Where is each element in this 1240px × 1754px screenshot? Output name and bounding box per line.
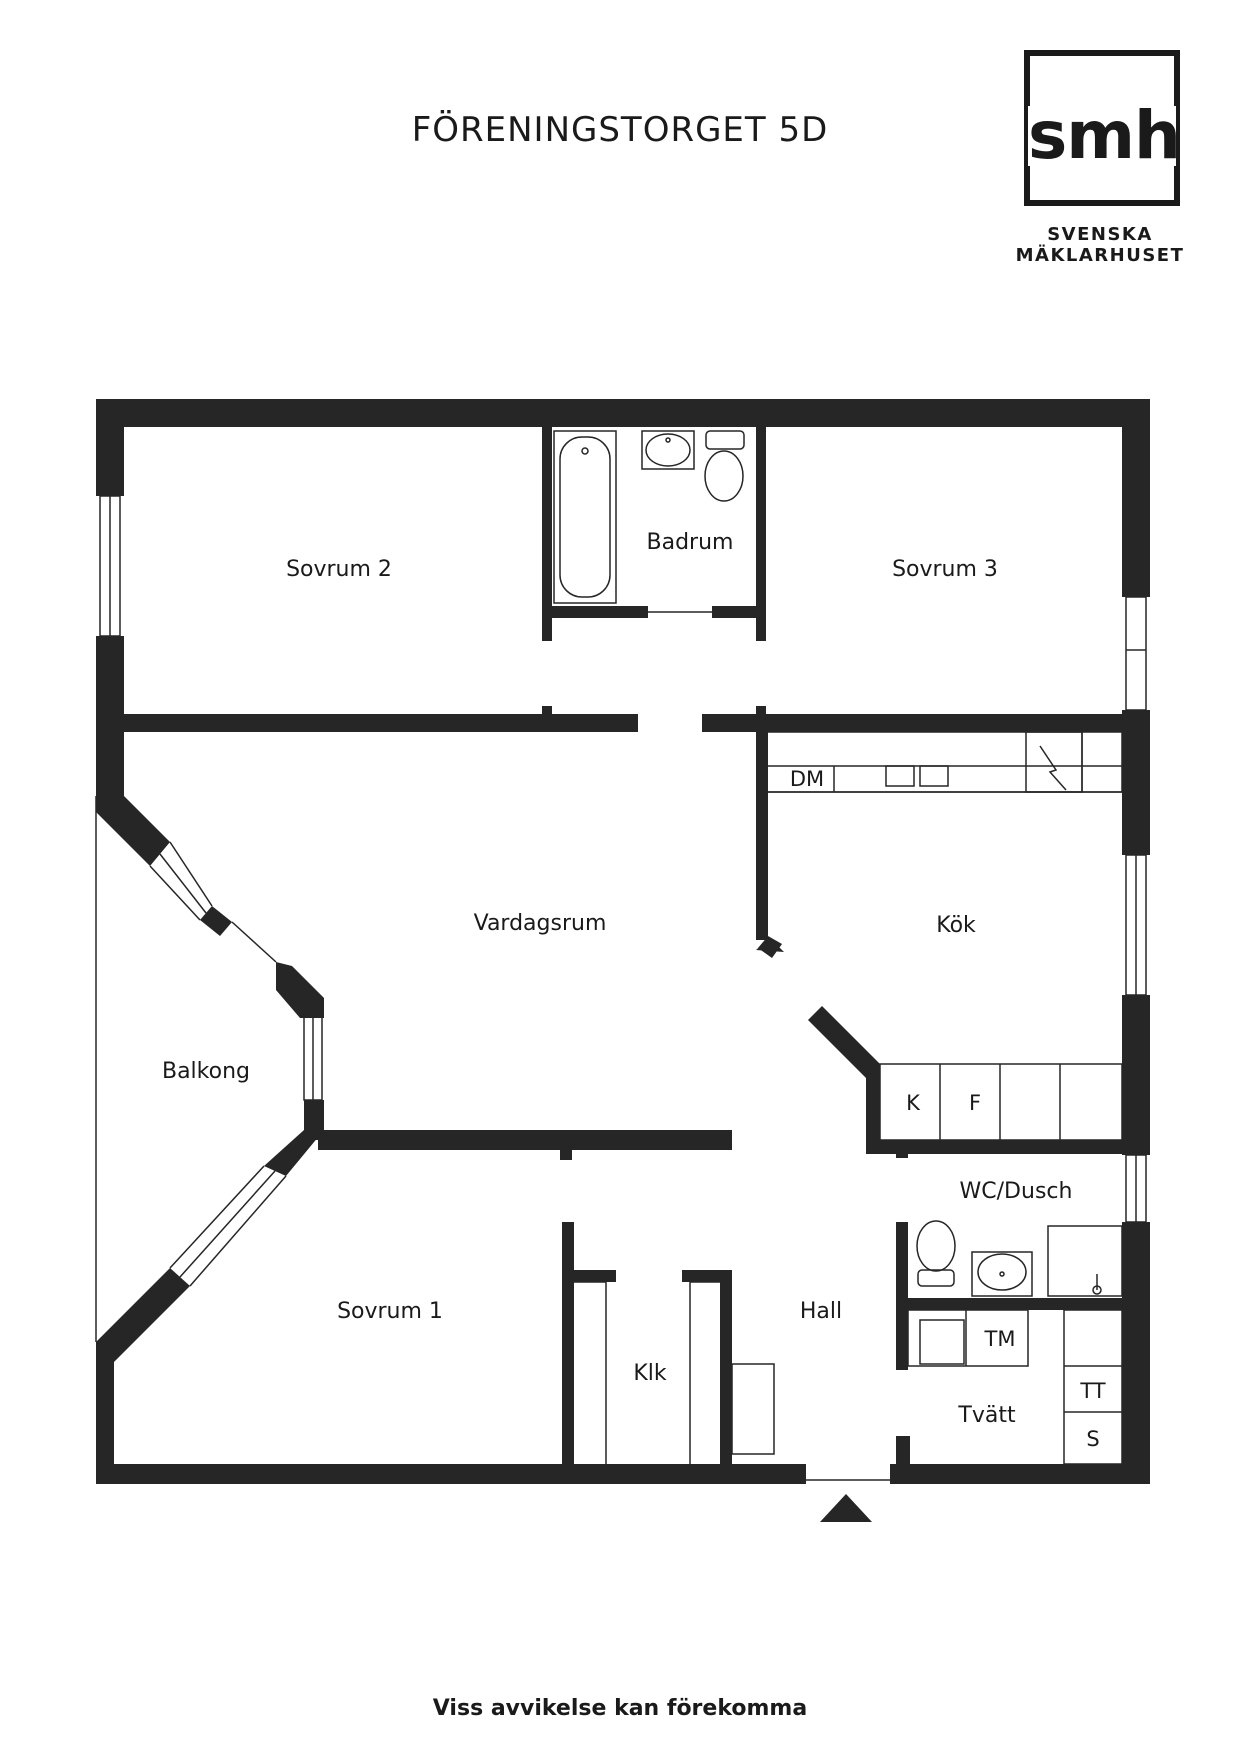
label-s: S (1086, 1427, 1099, 1451)
room-label-badrum: Badrum (647, 530, 734, 555)
company-logo: smh SVENSKA MÄKLARHUSET (1010, 48, 1190, 278)
logo-mark: smh (1028, 97, 1181, 174)
logo-wordmark: SVENSKA MÄKLARHUSET (1010, 224, 1190, 266)
label-tt: TT (1079, 1379, 1105, 1403)
room-label-sovrum-3: Sovrum 3 (892, 557, 998, 582)
room-label-hall: Hall (800, 1299, 842, 1324)
logo-line-2: MÄKLARHUSET (1015, 245, 1185, 266)
label-tm: TM (984, 1327, 1016, 1351)
entrance-arrow-icon (820, 1494, 872, 1522)
logo-line-1: SVENSKA (1047, 224, 1153, 245)
label-f: F (969, 1091, 981, 1115)
label-k: K (906, 1091, 921, 1115)
room-label-vardagsrum: Vardagsrum (474, 911, 607, 936)
disclaimer-footer: Viss avvikelse kan förekomma (432, 1696, 808, 1721)
page-title: FÖRENINGSTORGET 5D (411, 110, 829, 150)
room-label-kok: Kök (936, 913, 976, 938)
label-dm: DM (790, 767, 824, 791)
room-label-klk: Klk (633, 1361, 667, 1386)
plan-details (95, 430, 1147, 1481)
room-label-wc-dusch: WC/Dusch (960, 1179, 1073, 1204)
room-label-sovrum-1: Sovrum 1 (337, 1299, 443, 1324)
walls (96, 399, 1150, 1484)
room-label-balkong: Balkong (162, 1059, 250, 1084)
room-label-tvatt: Tvätt (957, 1403, 1016, 1428)
room-label-sovrum-2: Sovrum 2 (286, 557, 392, 582)
